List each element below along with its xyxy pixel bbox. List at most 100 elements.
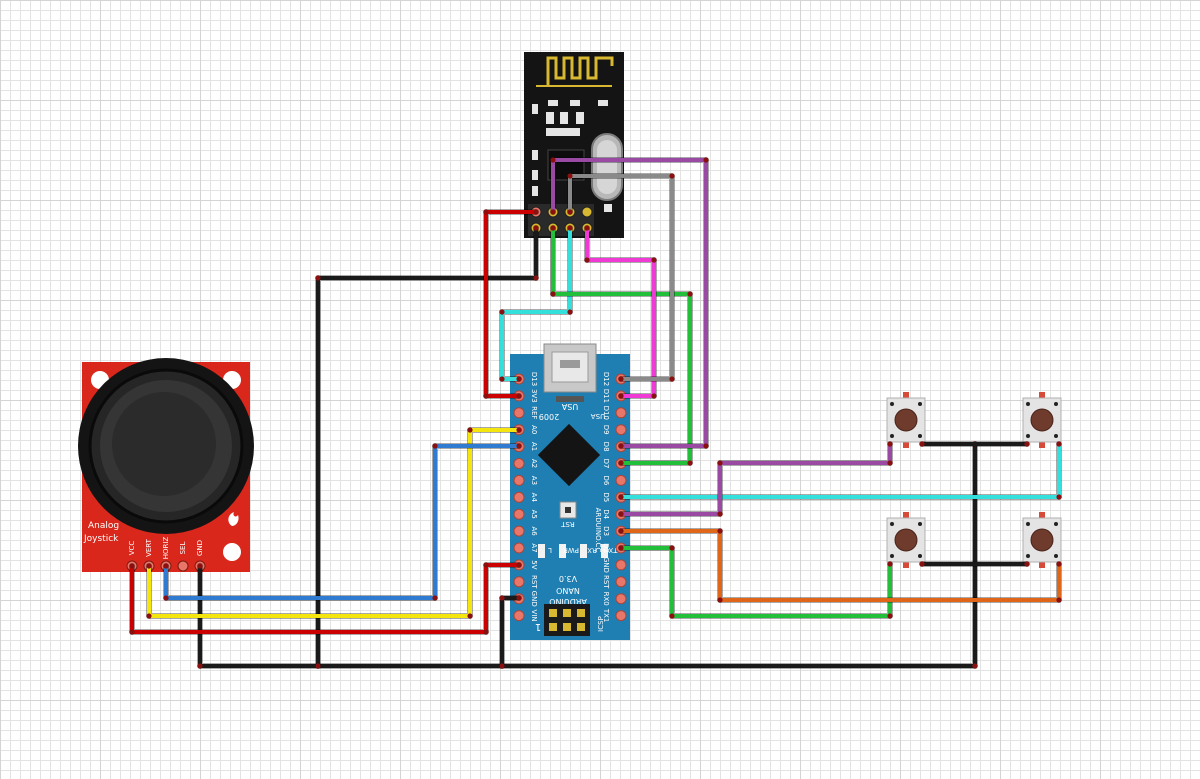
button-bottom-right[interactable] [1022, 512, 1062, 568]
icsp-pin [549, 623, 557, 631]
site-label: ARDUINO.CC [594, 508, 602, 553]
cyan-wire-button[interactable] [619, 442, 1061, 499]
pin-label: RX0 [602, 592, 610, 606]
wire-joint [516, 376, 522, 382]
wire-joint [717, 597, 723, 603]
wire-joint [550, 157, 556, 163]
purple-wire-button[interactable] [619, 442, 892, 516]
pin-rst[interactable] [615, 576, 627, 588]
wire-joint [550, 225, 556, 231]
pin-a5[interactable] [513, 508, 525, 520]
led-label: RX [587, 546, 597, 554]
pin-label: TX1 [602, 608, 610, 623]
wire-joint [669, 376, 675, 382]
smd-component [546, 112, 554, 124]
wire-joint [567, 225, 573, 231]
pin-tx1[interactable] [615, 610, 627, 622]
pin-label: D10 [602, 406, 610, 420]
pin-rx0[interactable] [615, 593, 627, 605]
pin-a6[interactable] [513, 525, 525, 537]
wire-joint [516, 595, 522, 601]
pin-label: A2 [530, 459, 538, 468]
button-cap[interactable] [894, 528, 918, 552]
wire-joint [197, 563, 203, 569]
wire-joint [887, 613, 893, 619]
wire-joint [550, 209, 556, 215]
pin-label: A7 [530, 543, 538, 552]
power-wire-3v3[interactable] [484, 210, 538, 398]
button-top-left[interactable] [886, 392, 926, 448]
led-rx [580, 544, 587, 558]
pin-rst[interactable] [513, 576, 525, 588]
wire-joint [1056, 561, 1062, 567]
green-wire-button[interactable] [619, 546, 892, 618]
rst-label: RST [560, 520, 574, 528]
wire-joint [1024, 561, 1030, 567]
wire-joint [483, 562, 489, 568]
wire-joint [584, 225, 590, 231]
pin-label: 3V3 [530, 389, 538, 403]
button-cap[interactable] [1030, 528, 1054, 552]
ground-wire-radio[interactable] [316, 226, 538, 668]
wire-joint [618, 494, 624, 500]
pin-label: A1 [530, 442, 538, 451]
wire-joint [887, 561, 893, 567]
pin-label: A4 [530, 493, 538, 503]
button-bottom-left[interactable] [886, 512, 926, 568]
wire-joint [533, 275, 539, 281]
joystick-pin-label: SEL [179, 542, 187, 555]
joystick-pin-sel[interactable] [177, 560, 189, 572]
wire-joint [717, 460, 723, 466]
pin-label: D2 [602, 543, 610, 553]
year-label: 2009 [539, 412, 559, 421]
pin-a7[interactable] [513, 542, 525, 554]
wire-joint [499, 309, 505, 315]
pin-label: D9 [602, 425, 610, 435]
wire-joint [887, 460, 893, 466]
pin-d10[interactable] [615, 407, 627, 419]
pin-label: D13 [530, 372, 538, 386]
pin-label: A6 [530, 526, 538, 536]
smd-component [560, 112, 568, 124]
pin-ref[interactable] [513, 407, 525, 419]
joystick-pin-label: GND [196, 540, 204, 556]
smd-component [570, 100, 580, 106]
name-label: ARDUINO [549, 597, 587, 606]
led-l [538, 544, 545, 558]
version-label: V3.0 [559, 574, 577, 583]
wire-joint [687, 460, 693, 466]
pin-a4[interactable] [513, 491, 525, 503]
wire-joint [618, 376, 624, 382]
wire-joint [1056, 494, 1062, 500]
wire-joint [669, 173, 675, 179]
wire-joint [618, 545, 624, 551]
wire-joint [651, 393, 657, 399]
icsp-pins [549, 609, 585, 631]
pin-a3[interactable] [513, 474, 525, 486]
wire-joint [533, 209, 539, 215]
pin-d6[interactable] [615, 474, 627, 486]
wire-joint [315, 663, 321, 669]
pin-d9[interactable] [615, 424, 627, 436]
wire-joint [483, 209, 489, 215]
pin-label: A3 [530, 476, 538, 485]
radio-pin[interactable] [581, 206, 593, 218]
wire-joint [499, 376, 505, 382]
wire-joint [467, 613, 473, 619]
button-cap[interactable] [894, 408, 918, 432]
button-top-right[interactable] [1022, 392, 1062, 448]
pin-gnd[interactable] [615, 559, 627, 571]
pin-label: 5V [530, 560, 538, 569]
pin-label: GND [602, 557, 610, 573]
button-cap[interactable] [1030, 408, 1054, 432]
wire-joint [499, 595, 505, 601]
wire-joint [550, 291, 556, 297]
pin-vin[interactable] [513, 610, 525, 622]
led-label: PWR [563, 546, 579, 554]
pin-a2[interactable] [513, 458, 525, 469]
radio-module [524, 52, 624, 238]
joystick-title-line2: Joystick [83, 534, 119, 544]
